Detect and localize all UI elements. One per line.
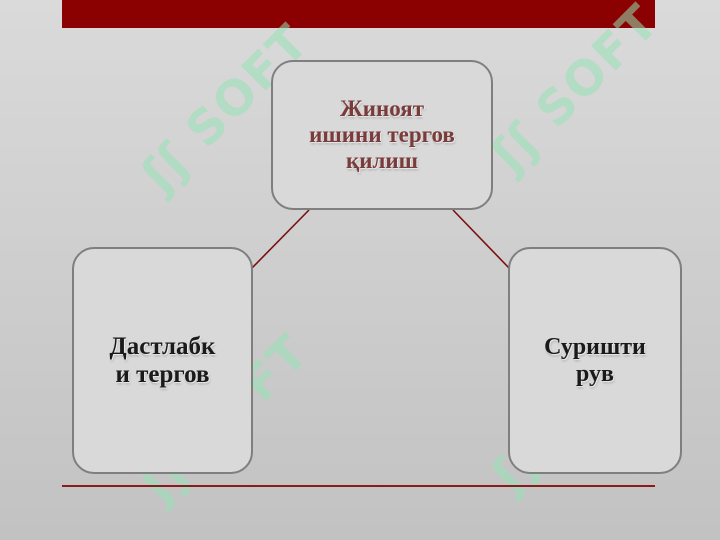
node-child-right-label: Суришти рув <box>544 333 646 387</box>
node-child-left: Дастлабк и тергов <box>72 247 253 474</box>
connector-right <box>452 209 510 269</box>
node-root-label: Жиноят ишини тергов қилиш <box>309 96 455 173</box>
node-root: Жиноят ишини тергов қилиш <box>271 60 493 210</box>
bottom-divider <box>62 485 655 487</box>
node-child-right: Суришти рув <box>508 247 682 474</box>
node-child-left-label: Дастлабк и тергов <box>109 332 216 388</box>
connector-left <box>251 209 310 269</box>
top-accent-bar <box>62 0 655 28</box>
